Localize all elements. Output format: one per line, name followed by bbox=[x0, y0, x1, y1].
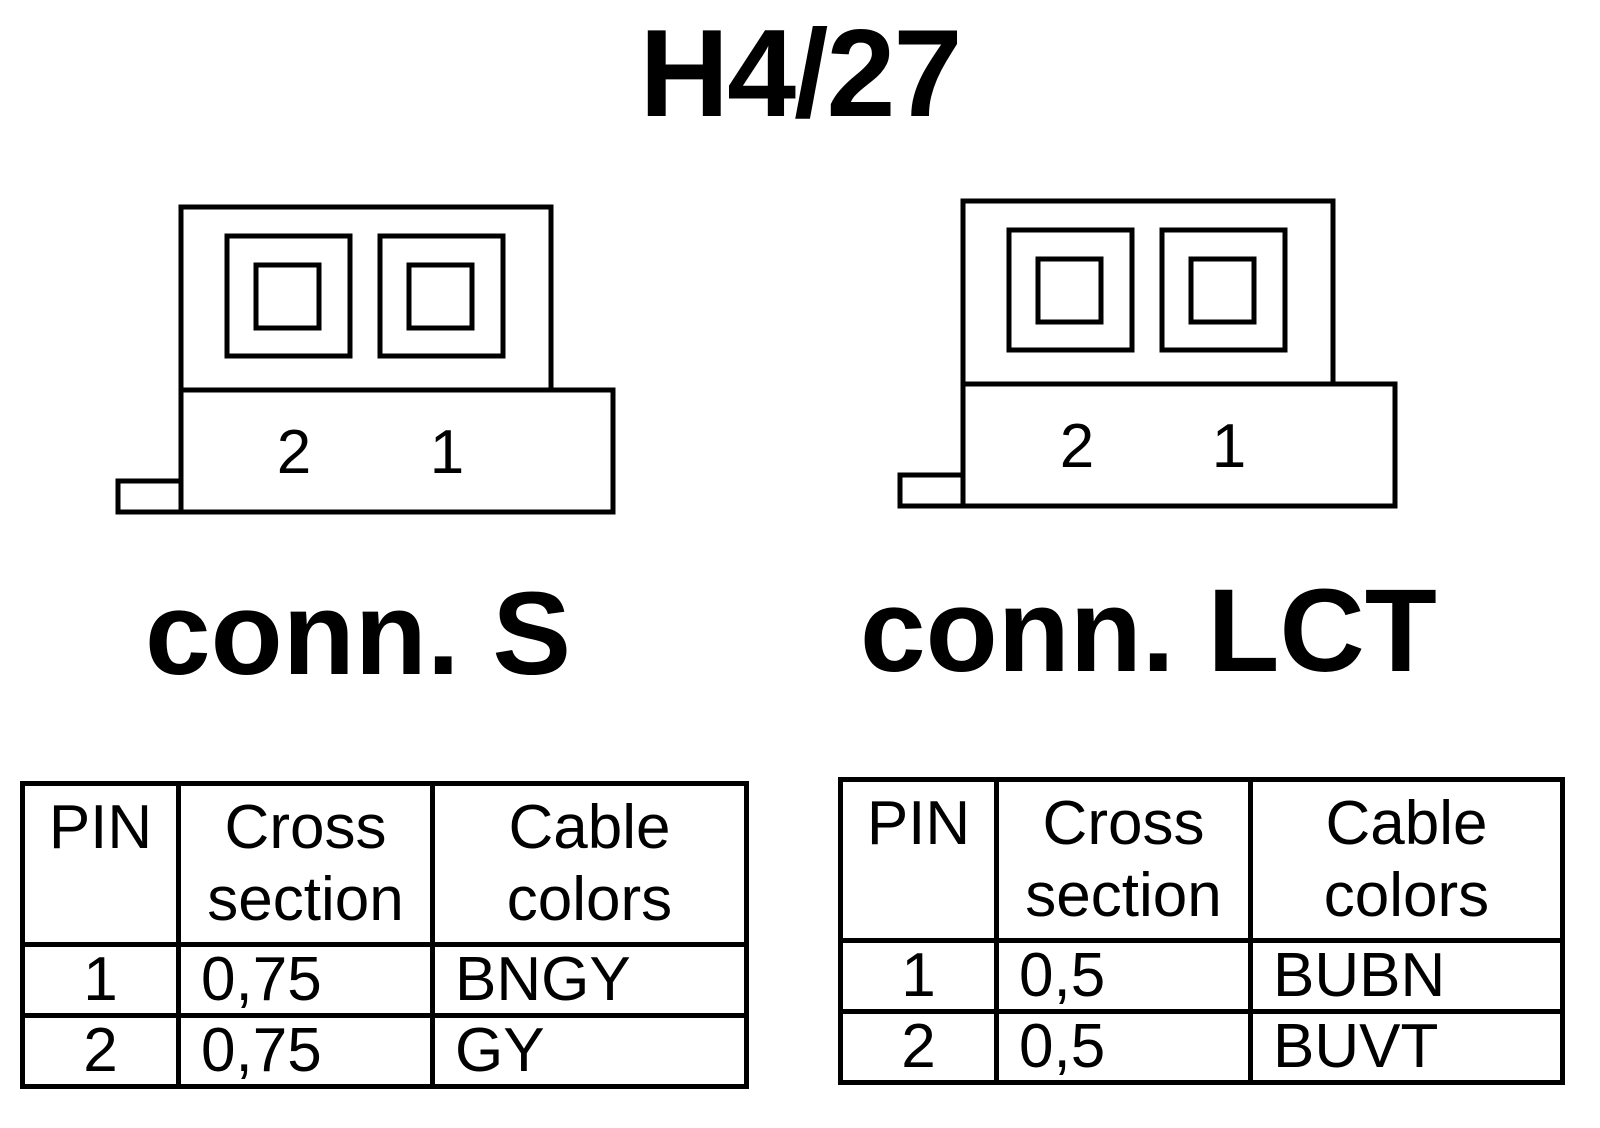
connector-lct-cavity-1-outer bbox=[1159, 227, 1288, 353]
header-cross-line-1: Cross bbox=[1042, 789, 1205, 858]
header-color-line-1: Cable bbox=[508, 793, 671, 862]
pin-table-connector-lct: PIN Cross section Cable colors 1 0,5 BUB… bbox=[838, 777, 1565, 1085]
table-row: 1 0,5 BUBN bbox=[838, 938, 1565, 1014]
header-cross-section: Cross section bbox=[994, 777, 1253, 943]
cell-cable-color: BNGY bbox=[430, 942, 749, 1018]
connector-lct-latch bbox=[897, 472, 966, 509]
cell-pin: 1 bbox=[20, 942, 181, 1018]
header-cross-line-2: section bbox=[207, 865, 404, 934]
header-cross-line-2: section bbox=[1025, 861, 1222, 930]
connector-lct-pin-label-1: 1 bbox=[1212, 412, 1246, 481]
table-row: 2 0,5 BUVT bbox=[838, 1009, 1565, 1085]
cell-cable-color: BUBN bbox=[1248, 938, 1565, 1014]
connector-s-cavity-2-inner bbox=[253, 262, 322, 331]
connector-lct-cavity-2-outer bbox=[1006, 227, 1135, 353]
connector-s-housing-base bbox=[178, 387, 616, 515]
cell-pin: 2 bbox=[838, 1009, 999, 1085]
cell-cross-section: 0,75 bbox=[176, 1013, 435, 1089]
connector-s-cavity-2-outer bbox=[224, 233, 353, 359]
cell-cross-section: 0,5 bbox=[994, 938, 1253, 1014]
cell-pin: 2 bbox=[20, 1013, 181, 1089]
cell-cross-section: 0,5 bbox=[994, 1009, 1253, 1085]
connector-lct-cavity-1-inner bbox=[1188, 256, 1257, 325]
header-pin: PIN bbox=[20, 781, 181, 947]
cell-cable-color: GY bbox=[430, 1013, 749, 1089]
connector-s-pin-label-1: 1 bbox=[430, 418, 464, 487]
header-cross-line-1: Cross bbox=[224, 793, 387, 862]
header-cross-section: Cross section bbox=[176, 781, 435, 947]
cell-cross-section: 0,75 bbox=[176, 942, 435, 1018]
table-header-row: PIN Cross section Cable colors bbox=[838, 777, 1565, 943]
table-header-row: PIN Cross section Cable colors bbox=[20, 781, 749, 947]
header-color-line-1: Cable bbox=[1325, 789, 1488, 858]
diagram-title: H4/27 bbox=[639, 5, 963, 143]
connector-s-latch bbox=[115, 478, 184, 515]
header-color-line-2: colors bbox=[1323, 861, 1490, 930]
table-row: 1 0,75 BNGY bbox=[20, 942, 749, 1018]
connector-s-label: conn. S bbox=[145, 568, 572, 700]
header-pin: PIN bbox=[838, 777, 999, 943]
header-color-line-2: colors bbox=[506, 865, 673, 934]
header-cable-colors: Cable colors bbox=[430, 781, 749, 947]
connector-s-cavity-1-inner bbox=[406, 262, 475, 331]
pin-table-connector-s: PIN Cross section Cable colors 1 0,75 BN… bbox=[20, 781, 749, 1089]
connector-lct-label: conn. LCT bbox=[860, 565, 1437, 697]
connector-lct-pin-label-2: 2 bbox=[1060, 412, 1094, 481]
connector-s-pin-label-2: 2 bbox=[277, 418, 311, 487]
connector-lct-housing-base bbox=[960, 381, 1398, 509]
connector-lct-cavity-2-inner bbox=[1035, 256, 1104, 325]
connector-s-cavity-1-outer bbox=[377, 233, 506, 359]
header-cable-colors: Cable colors bbox=[1248, 777, 1565, 943]
cell-pin: 1 bbox=[838, 938, 999, 1014]
table-row: 2 0,75 GY bbox=[20, 1013, 749, 1089]
cell-cable-color: BUVT bbox=[1248, 1009, 1565, 1085]
